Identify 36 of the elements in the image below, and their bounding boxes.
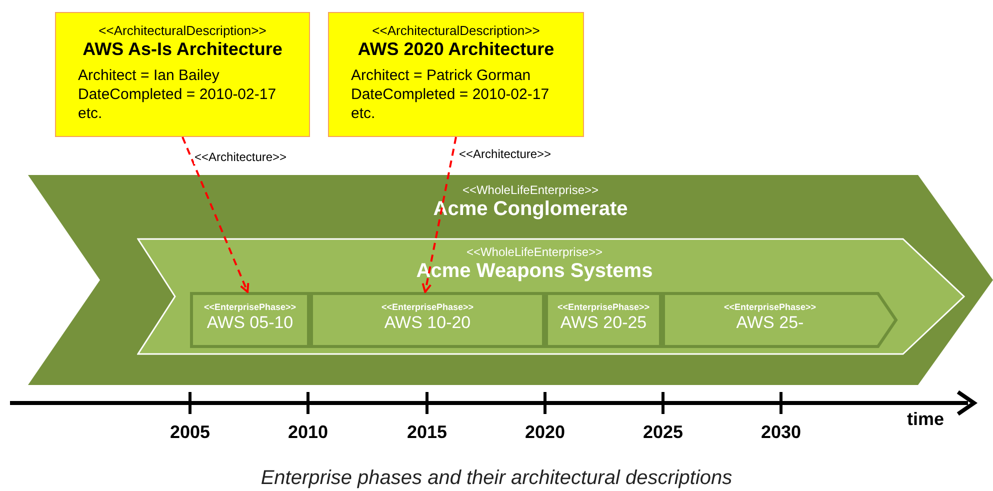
note-box	[55, 12, 310, 137]
edge-label: <<Architecture>>	[458, 147, 552, 161]
stereotype-label: <<ArchitecturalDescription>>	[98, 23, 268, 38]
note-title: AWS 2020 Architecture	[356, 38, 556, 60]
attribute-text: etc.	[351, 104, 376, 123]
attribute-text: Architect = Ian Bailey	[78, 66, 220, 85]
year-label: 2015	[406, 421, 448, 443]
dashed-arrow	[182, 136, 250, 293]
caption: Enterprise phases and their architectural descriptions	[260, 466, 734, 490]
attribute-text: etc.	[78, 104, 104, 123]
note-box	[328, 12, 584, 137]
phase-name: AWS 25-	[736, 313, 804, 333]
year-label: 2005	[168, 421, 212, 443]
enterprise-name: Acme Weapons Systems	[416, 259, 653, 283]
edge-label: <<Architecture>>	[194, 150, 288, 164]
attribute-text: Architect = Patrick Gorman	[351, 66, 532, 85]
phase-name: AWS 10-20	[384, 313, 471, 333]
stereotype-label: <<WholeLifeEnterprise>>	[466, 245, 603, 259]
year-label: 2020	[524, 421, 566, 443]
stereotype-label: <<EnterprisePhase>>	[724, 302, 816, 313]
attribute-text: DateCompleted = 2010-02-17	[351, 85, 550, 104]
axis-label: time	[907, 408, 944, 430]
year-label: 2025	[642, 421, 684, 443]
year-label: 2030	[760, 421, 802, 443]
stereotype-label: <<EnterprisePhase>>	[557, 302, 650, 313]
phase-name: AWS 05-10	[206, 313, 294, 333]
stereotype-label: <<EnterprisePhase>>	[381, 302, 474, 313]
note-title: AWS As-Is Architecture	[82, 38, 284, 60]
dashed-arrow	[422, 136, 457, 293]
year-label: 2010	[286, 421, 330, 443]
enterprise-name: Acme Conglomerate	[433, 197, 628, 221]
stereotype-label: <<ArchitecturalDescription>>	[371, 23, 541, 38]
stereotype-label: <<WholeLifeEnterprise>>	[462, 183, 599, 197]
attribute-text: DateCompleted = 2010-02-17	[78, 85, 278, 104]
phase-name: AWS 20-25	[560, 313, 647, 333]
stereotype-label: <<EnterprisePhase>>	[204, 302, 296, 313]
